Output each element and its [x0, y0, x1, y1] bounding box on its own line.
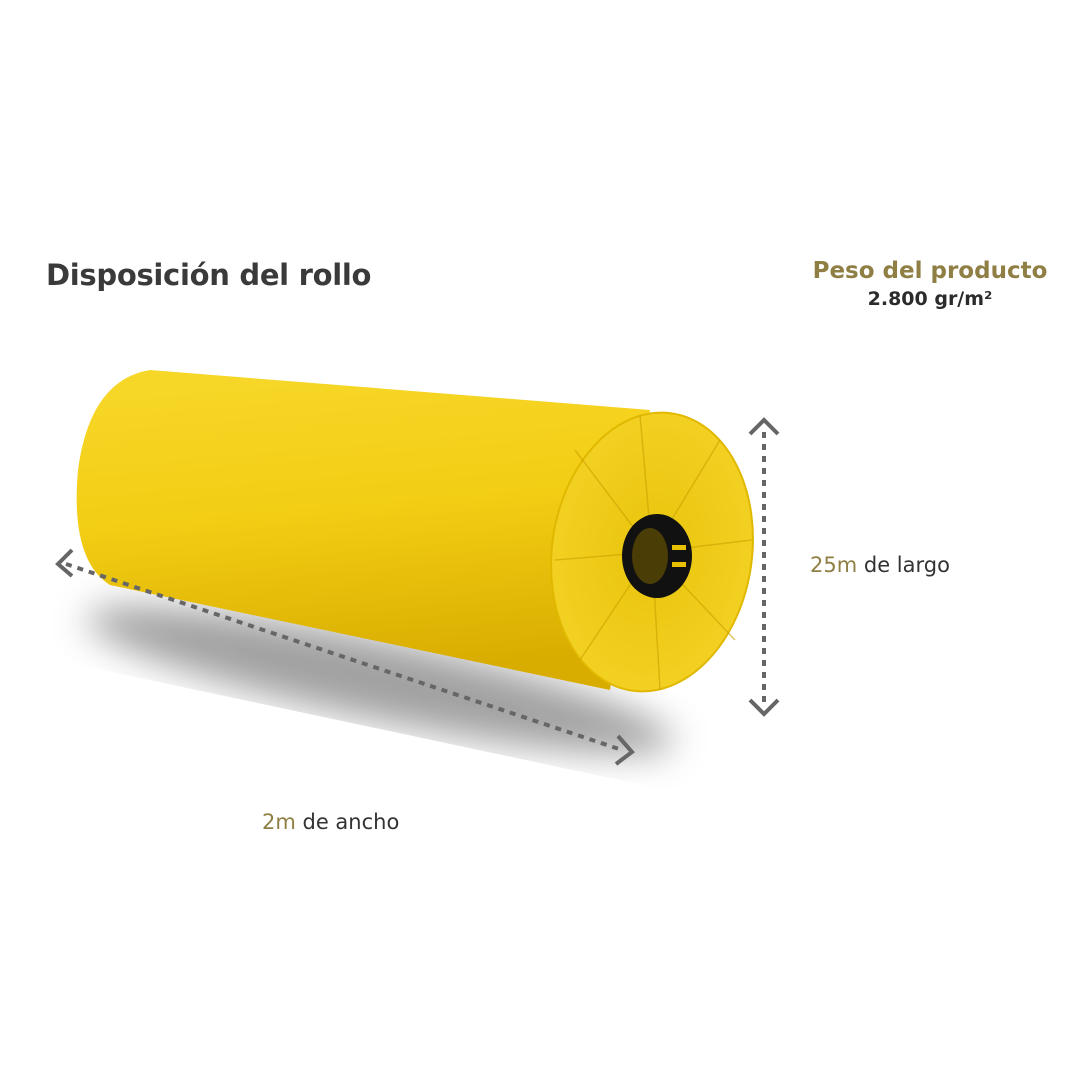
length-label: 25m de largo: [810, 553, 950, 577]
product-weight: Peso del producto 2.800 gr/m²: [810, 258, 1050, 310]
roll-body: [76, 370, 650, 690]
double-arrow-diagonal-icon: [55, 548, 635, 766]
double-arrow-vertical-icon: [748, 417, 780, 717]
width-label: 2m de ancho: [262, 810, 399, 834]
weight-label: Peso del producto: [812, 258, 1048, 284]
length-number: 25m: [810, 553, 858, 577]
page-title: Disposición del rollo: [46, 258, 372, 292]
width-number: 2m: [262, 810, 296, 834]
length-text: de largo: [857, 553, 950, 577]
weight-value: 2.800 gr/m²: [867, 288, 993, 310]
width-text: de ancho: [295, 810, 400, 834]
